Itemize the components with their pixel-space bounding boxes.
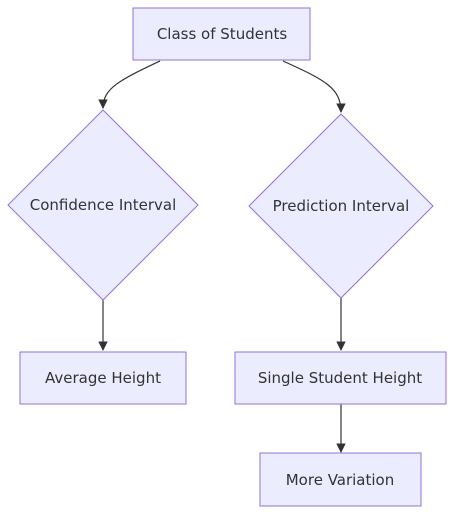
node-class-of-students-box (132, 7, 311, 61)
node-prediction-interval-diamond (248, 113, 434, 299)
node-single-student-height-box (234, 351, 447, 405)
node-more-variation-label: More Variation (286, 471, 395, 489)
node-prediction-interval[interactable]: Prediction Interval (248, 113, 434, 299)
node-class-of-students[interactable]: Class of Students (132, 7, 311, 61)
node-single-student-height-label: Single Student Height (258, 369, 422, 387)
edge-class-to-prediction (282, 60, 346, 113)
node-confidence-interval-label: Confidence Interval (30, 196, 177, 214)
node-more-variation-box (259, 452, 422, 507)
edge-class-to-confidence (98, 60, 161, 109)
node-average-height-label: Average Height (45, 369, 161, 387)
node-confidence-interval[interactable]: Confidence Interval (7, 109, 199, 301)
node-more-variation[interactable]: More Variation (259, 452, 422, 507)
node-class-of-students-label: Class of Students (157, 25, 288, 43)
node-average-height-box (19, 351, 187, 405)
node-average-height[interactable]: Average Height (19, 351, 187, 405)
node-prediction-interval-label: Prediction Interval (273, 197, 410, 215)
node-single-student-height[interactable]: Single Student Height (234, 351, 447, 405)
node-confidence-interval-diamond (7, 109, 199, 301)
